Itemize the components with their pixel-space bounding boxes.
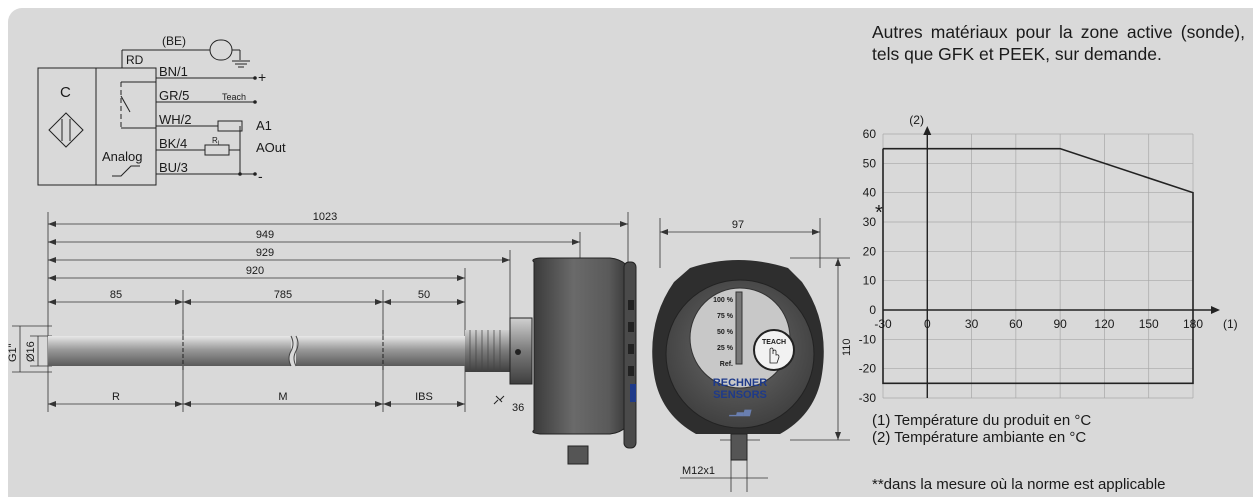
y-axis-arrow (923, 126, 932, 135)
plus-terminal: + (258, 69, 266, 85)
thread-lines (469, 330, 501, 372)
wire-bu3: BU/3 (159, 160, 188, 175)
probe-side-view: 1023 949 929 920 85 785 50 R M IBS G1" Ø… (8, 211, 637, 465)
level-100: 100 % (713, 297, 734, 304)
y-tick-label: 0 (869, 303, 876, 317)
chart-axes: (1) (2) * (875, 113, 1238, 398)
wrench-icon (493, 395, 505, 405)
zone-m: M (278, 391, 287, 403)
chart-grid (882, 133, 1194, 399)
connector-size: M12x1 (682, 465, 715, 477)
x-tick-label: -30 (874, 317, 892, 331)
brand-rechner: RECHNER (713, 377, 767, 389)
dim-785: 785 (274, 289, 292, 301)
probe-rod-right (296, 336, 466, 366)
side-label (630, 384, 636, 402)
drawing-sheet: C Analog (BE) RD (8, 8, 1253, 497)
capacitive-symbol-icon (48, 112, 84, 148)
switch-contact-icon (120, 81, 156, 129)
x-tick-label: 0 (924, 317, 931, 331)
level-25: 25 % (717, 345, 734, 352)
level-50: 50 % (717, 329, 734, 336)
aout-terminal: AOut (256, 140, 286, 155)
wire-wh2: WH/2 (159, 112, 192, 127)
dim-50: 50 (418, 289, 430, 301)
level-logo-icon: ▁▃▅ (729, 406, 753, 417)
dim-g1: G1" (8, 343, 19, 362)
analog-label: Analog (102, 149, 142, 164)
a1-terminal: A1 (256, 118, 272, 133)
x-tick-label: 60 (1009, 317, 1023, 331)
y-tick-label: 40 (863, 186, 877, 200)
legend-ambient-temp: (2) Température ambiante en °C (872, 429, 1087, 446)
teach-terminal: Teach (222, 92, 246, 102)
m12-connector (730, 433, 748, 461)
rod-break-mark (288, 335, 294, 367)
y-tick-label: 60 (863, 127, 877, 141)
y-tick-label: -30 (859, 391, 877, 405)
x-tick-label: 120 (1094, 317, 1114, 331)
y-tick-label: 30 (863, 215, 877, 229)
x-tick-label: 90 (1053, 317, 1067, 331)
x-tick-label: 30 (965, 317, 979, 331)
wire-lines (156, 76, 257, 176)
hand-icon (769, 347, 780, 364)
front-view: 97 110 M12x1 100 % 75 % 50 % 25 % Ref. T… (652, 218, 853, 492)
thread-g1 (465, 330, 510, 372)
y-tick-label: -20 (859, 362, 877, 376)
hex-nut (509, 317, 533, 385)
technical-drawing: C Analog (BE) RD (8, 34, 1238, 492)
dim-949: 949 (256, 229, 274, 241)
x-tick-label: 180 (1183, 317, 1203, 331)
dim-110: 110 (841, 338, 853, 356)
teach-button-label: TEACH (762, 339, 786, 346)
probe-rod-left (48, 336, 291, 366)
sensor-letter: C (60, 84, 71, 101)
level-ref: Ref. (720, 361, 733, 368)
footnote: **dans la mesure où la norme est applica… (872, 476, 1166, 493)
chart-marks (882, 147, 1194, 385)
wire-bn1: BN/1 (159, 64, 188, 79)
y-tick-label: 20 (863, 244, 877, 258)
side-connector (567, 445, 589, 465)
rd-label: RD (126, 53, 144, 67)
level-bar (735, 291, 743, 365)
operating-range-outline (882, 147, 1194, 385)
shield-label: (BE) (162, 34, 186, 48)
ground-icon (232, 60, 250, 68)
housing-side (532, 257, 635, 435)
legend-product-temp: (1) Température du produit en °C (872, 412, 1092, 429)
zone-ibs: IBS (415, 391, 433, 403)
dim-929: 929 (256, 247, 274, 259)
brand-sensors: SENSORS (713, 389, 767, 401)
shield-cable-icon (209, 39, 241, 61)
y-axis-label: (2) (909, 113, 924, 127)
y-tick-label: -10 (859, 332, 877, 346)
x-axis-label: (1) (1223, 317, 1238, 331)
svg-text:▁▃▅: ▁▃▅ (729, 406, 753, 417)
materials-note: Autres matériaux pour la zone active (so… (872, 22, 1245, 64)
level-75: 75 % (717, 313, 734, 320)
chart-annotation-asterisk: * (875, 202, 883, 224)
minus-terminal: - (258, 168, 263, 184)
wiring-diagram: C Analog (BE) RD (37, 34, 286, 186)
y-tick-label: 10 (863, 274, 877, 288)
analog-ramp-icon (112, 165, 140, 177)
x-tick-label: 150 (1139, 317, 1159, 331)
wire-bk4: BK/4 (159, 136, 187, 151)
y-tick-label: 50 (863, 156, 877, 170)
dim-85: 85 (110, 289, 122, 301)
wrench-size: 36 (512, 402, 524, 414)
x-axis-arrow (1211, 306, 1220, 314)
wire-gr5: GR/5 (159, 88, 189, 103)
electronics-box (95, 67, 157, 186)
zone-r: R (112, 391, 120, 403)
dim-920: 920 (246, 265, 264, 277)
rl-label: RL (212, 136, 222, 147)
dim-97: 97 (732, 219, 744, 231)
dim-d16: Ø16 (25, 341, 37, 362)
dim-1023: 1023 (313, 211, 337, 223)
